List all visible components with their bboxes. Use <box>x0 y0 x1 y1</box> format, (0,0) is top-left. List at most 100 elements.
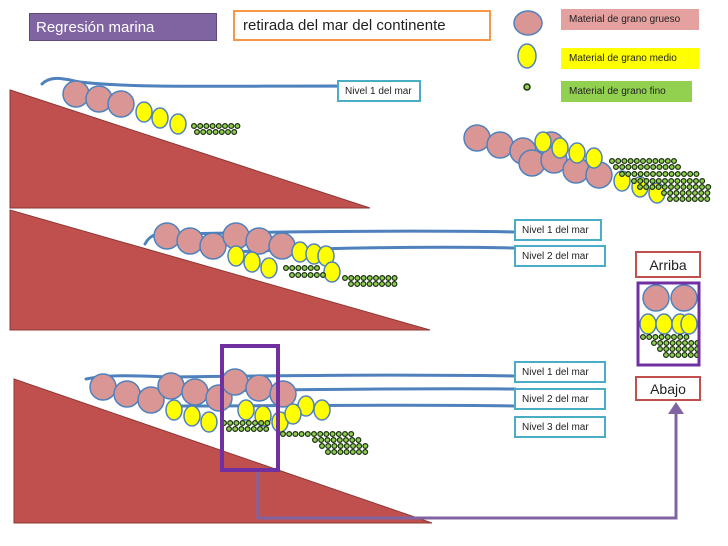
cross-section-fine-grains <box>608 158 712 203</box>
fine-grain <box>215 122 222 129</box>
fine-grain <box>286 431 293 438</box>
fine-grain <box>233 420 240 427</box>
fine-grain <box>643 171 650 178</box>
coarse-grain <box>199 232 227 260</box>
fine-grain <box>252 420 259 427</box>
fine-grain <box>349 437 356 444</box>
fine-grain <box>679 196 686 203</box>
medium-grain <box>313 399 331 421</box>
fine-grain <box>360 275 367 282</box>
fine-grain <box>301 272 308 279</box>
fine-grain <box>372 281 379 288</box>
fine-grain <box>619 164 626 171</box>
fine-grain <box>232 426 239 433</box>
fine-grain <box>348 281 355 288</box>
medium-grain <box>284 403 302 425</box>
fine-grain <box>666 196 673 203</box>
medium-grain <box>243 251 261 273</box>
fine-grain <box>331 443 338 450</box>
fine-grain <box>691 196 698 203</box>
fine-grain <box>324 437 331 444</box>
fine-grain <box>373 275 380 282</box>
fine-grain <box>655 184 662 191</box>
fine-grain <box>656 171 663 178</box>
medium-grain <box>323 261 341 283</box>
fine-grain <box>311 431 318 438</box>
medium-grain <box>639 313 657 335</box>
legend-coarse-label: Material de grano grueso <box>569 14 681 25</box>
fine-grain <box>649 171 656 178</box>
fine-grain <box>325 443 332 450</box>
fine-grain <box>699 178 706 185</box>
fine-grain <box>298 431 305 438</box>
fine-grain <box>289 265 296 272</box>
medium-grain <box>655 313 673 335</box>
legend-coarse-symbol <box>513 10 543 36</box>
fine-grain <box>673 190 680 197</box>
fine-grain <box>295 265 302 272</box>
fine-grain <box>203 122 210 129</box>
fine-grain <box>693 171 700 178</box>
medium-grain <box>534 131 552 153</box>
fine-grain <box>704 196 711 203</box>
coarse-grain <box>62 80 90 108</box>
land-slope-2 <box>9 209 431 331</box>
fine-grain <box>669 346 676 353</box>
title-box: Regresión marina <box>29 13 217 41</box>
fine-grain <box>675 352 682 359</box>
fine-grain <box>679 190 686 197</box>
stage3-sediments <box>89 368 331 433</box>
fine-grain <box>212 129 219 136</box>
fine-grain <box>336 437 343 444</box>
fine-grain <box>385 281 392 288</box>
fine-grain <box>621 158 628 165</box>
fine-grain <box>698 184 705 191</box>
fine-grain <box>618 171 625 178</box>
fine-grain <box>685 190 692 197</box>
fine-grain <box>630 178 637 185</box>
fine-grain <box>661 184 668 191</box>
medium-grain <box>585 147 603 169</box>
coarse-grain <box>245 227 273 255</box>
fine-grain <box>677 334 684 341</box>
stage1-sediments <box>62 80 187 135</box>
coarse-grain <box>221 368 249 396</box>
core-fine-grains <box>639 334 701 359</box>
coarse-grain <box>268 232 296 260</box>
fine-grain <box>354 275 361 282</box>
fine-grain <box>325 449 332 456</box>
medium-grain <box>169 113 187 135</box>
land-slope-1 <box>9 89 371 209</box>
arrow-head <box>668 402 684 414</box>
legend-medium-symbol <box>517 43 537 69</box>
fine-grain <box>348 431 355 438</box>
fine-grain <box>379 275 386 282</box>
fine-grain <box>313 272 320 279</box>
level-text: Nivel 1 del mar <box>345 85 412 97</box>
fine-grain <box>608 158 615 165</box>
fine-grain <box>295 272 302 279</box>
fine-grain <box>625 171 632 178</box>
fine-grain <box>314 265 321 272</box>
fine-grain <box>318 437 325 444</box>
fine-grain <box>239 420 246 427</box>
level-text: Nivel 3 del mar <box>522 421 589 433</box>
coarse-grain <box>269 380 297 408</box>
fine-grain <box>191 122 198 129</box>
fine-grain <box>655 178 662 185</box>
core-sample <box>639 284 698 335</box>
fine-grain <box>289 272 296 279</box>
fine-grain <box>636 184 643 191</box>
fine-grain <box>649 178 656 185</box>
fine-grain <box>668 178 675 185</box>
core-frame <box>636 281 701 367</box>
fine-grain <box>656 346 663 353</box>
fine-grain <box>209 122 216 129</box>
fine-grain <box>692 178 699 185</box>
fine-grain <box>200 129 207 136</box>
page-title: Regresión marina <box>36 18 155 36</box>
fine-grain <box>379 281 386 288</box>
page-subtitle: retirada del mar del continente <box>243 17 446 34</box>
fine-grain <box>391 275 398 282</box>
legend-fine-label: Material de grano fino <box>569 86 666 97</box>
